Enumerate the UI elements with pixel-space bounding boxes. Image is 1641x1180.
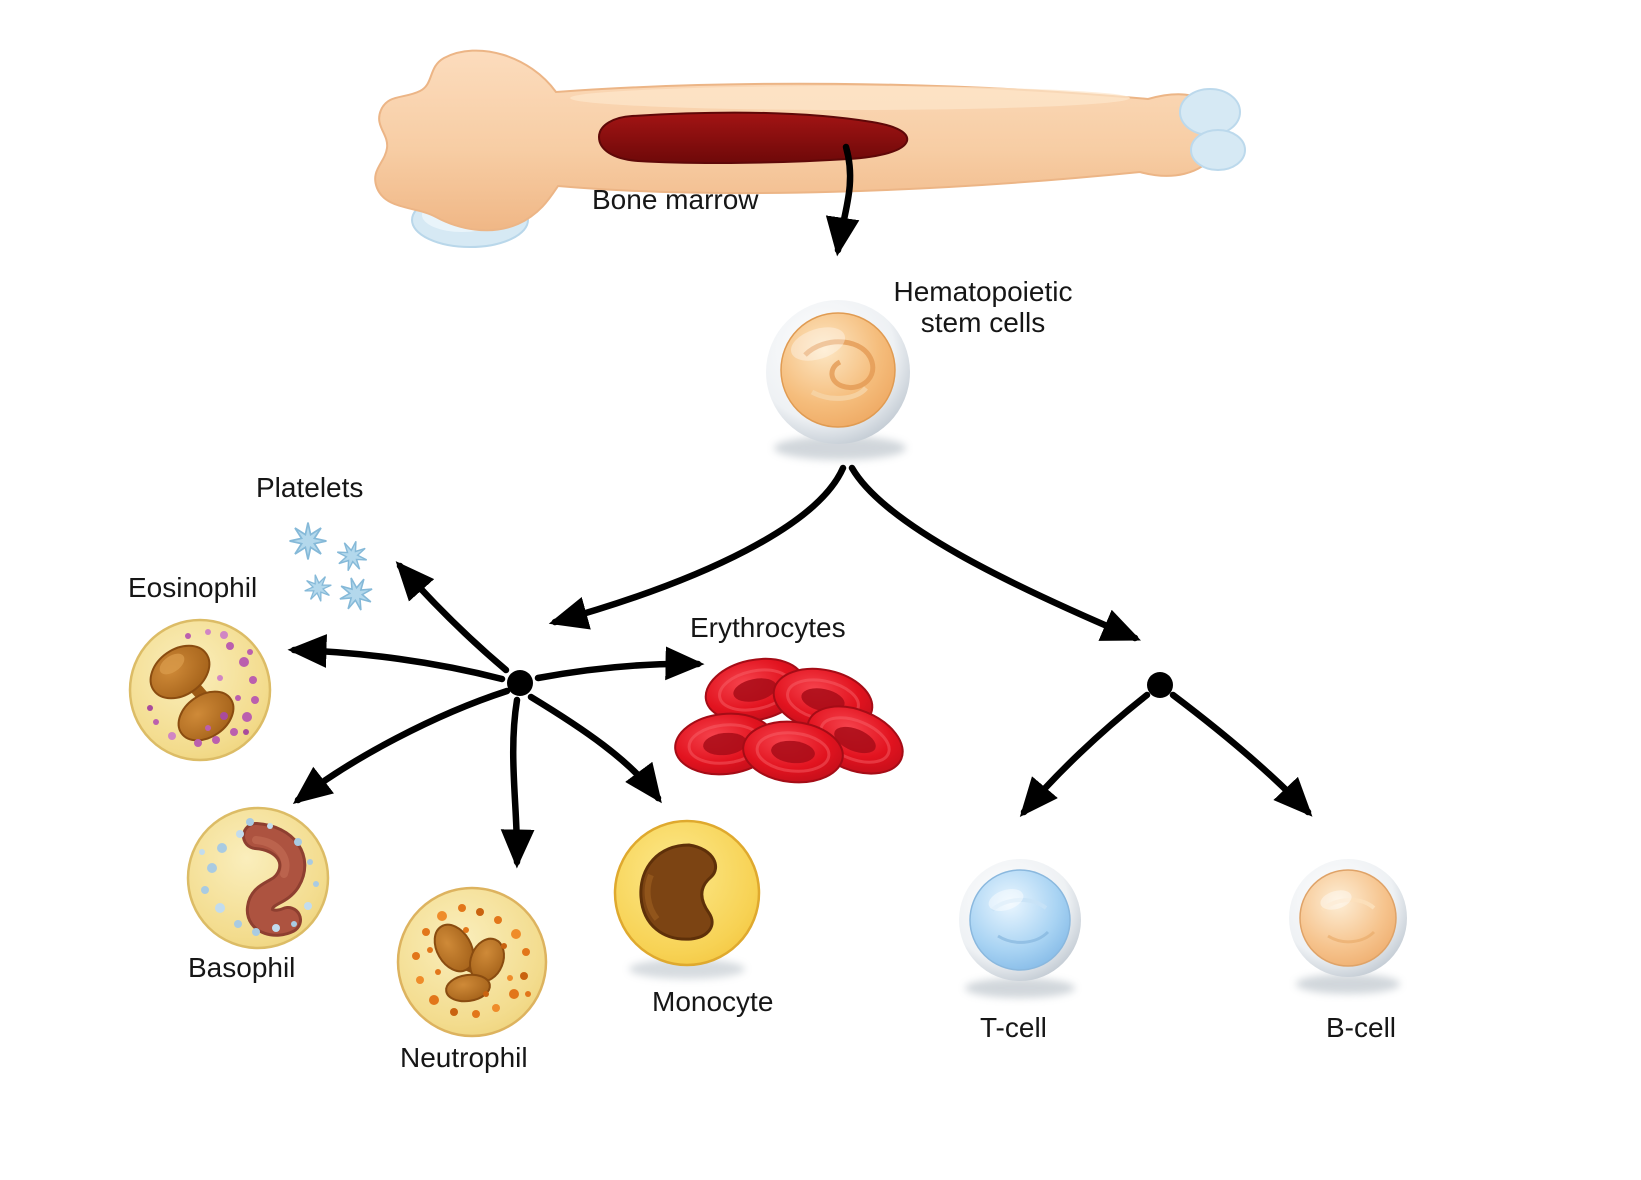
bone-marrow-cavity [597, 111, 909, 165]
platelets-illustration [288, 521, 380, 618]
label-eosinophil: Eosinophil [128, 572, 258, 603]
basophil-illustration [186, 806, 330, 950]
arrow-to-platelets [395, 561, 510, 674]
arrow-to-erythrocytes [534, 646, 705, 682]
bone-condyle-top [1179, 88, 1241, 136]
myeloid-branch-node [507, 670, 533, 696]
arrow-stem-to-lymphoid [848, 464, 1141, 642]
lymphoid-branch-node [1147, 672, 1173, 698]
arrow-stem-to-myeloid [548, 464, 847, 630]
arrow-to-eosinophil [287, 634, 506, 683]
b-cell-illustration [1289, 859, 1407, 994]
arrow-to-basophil [292, 687, 511, 804]
erythrocytes-illustration [670, 648, 915, 789]
bone-illustration [374, 49, 1246, 248]
label-basophil: Basophil [188, 952, 296, 983]
stem-cell-illustration [766, 300, 910, 460]
label-bone-marrow: Bone marrow [592, 184, 759, 215]
eosinophil-illustration [128, 618, 272, 762]
label-erythrocytes: Erythrocytes [690, 612, 846, 643]
neutrophil-illustration [396, 886, 548, 1038]
label-b-cell: B-cell [1326, 1012, 1397, 1043]
label-stem-cells: Hematopoietic stem cells [893, 276, 1073, 339]
arrows [287, 143, 1313, 869]
arrow-to-neutrophil [500, 696, 535, 869]
arrow-to-monocyte [527, 693, 662, 804]
bone-condyle-bottom [1190, 129, 1246, 171]
label-t-cell: T-cell [980, 1012, 1047, 1043]
label-monocyte: Monocyte [652, 986, 774, 1017]
arrow-to-b-cell [1169, 691, 1313, 817]
monocyte-illustration [613, 819, 761, 979]
arrow-to-t-cell [1019, 691, 1151, 817]
label-neutrophil: Neutrophil [400, 1042, 528, 1073]
arrow-marrow-to-stem [825, 143, 860, 257]
label-platelets: Platelets [256, 472, 364, 503]
t-cell-illustration [959, 859, 1081, 998]
